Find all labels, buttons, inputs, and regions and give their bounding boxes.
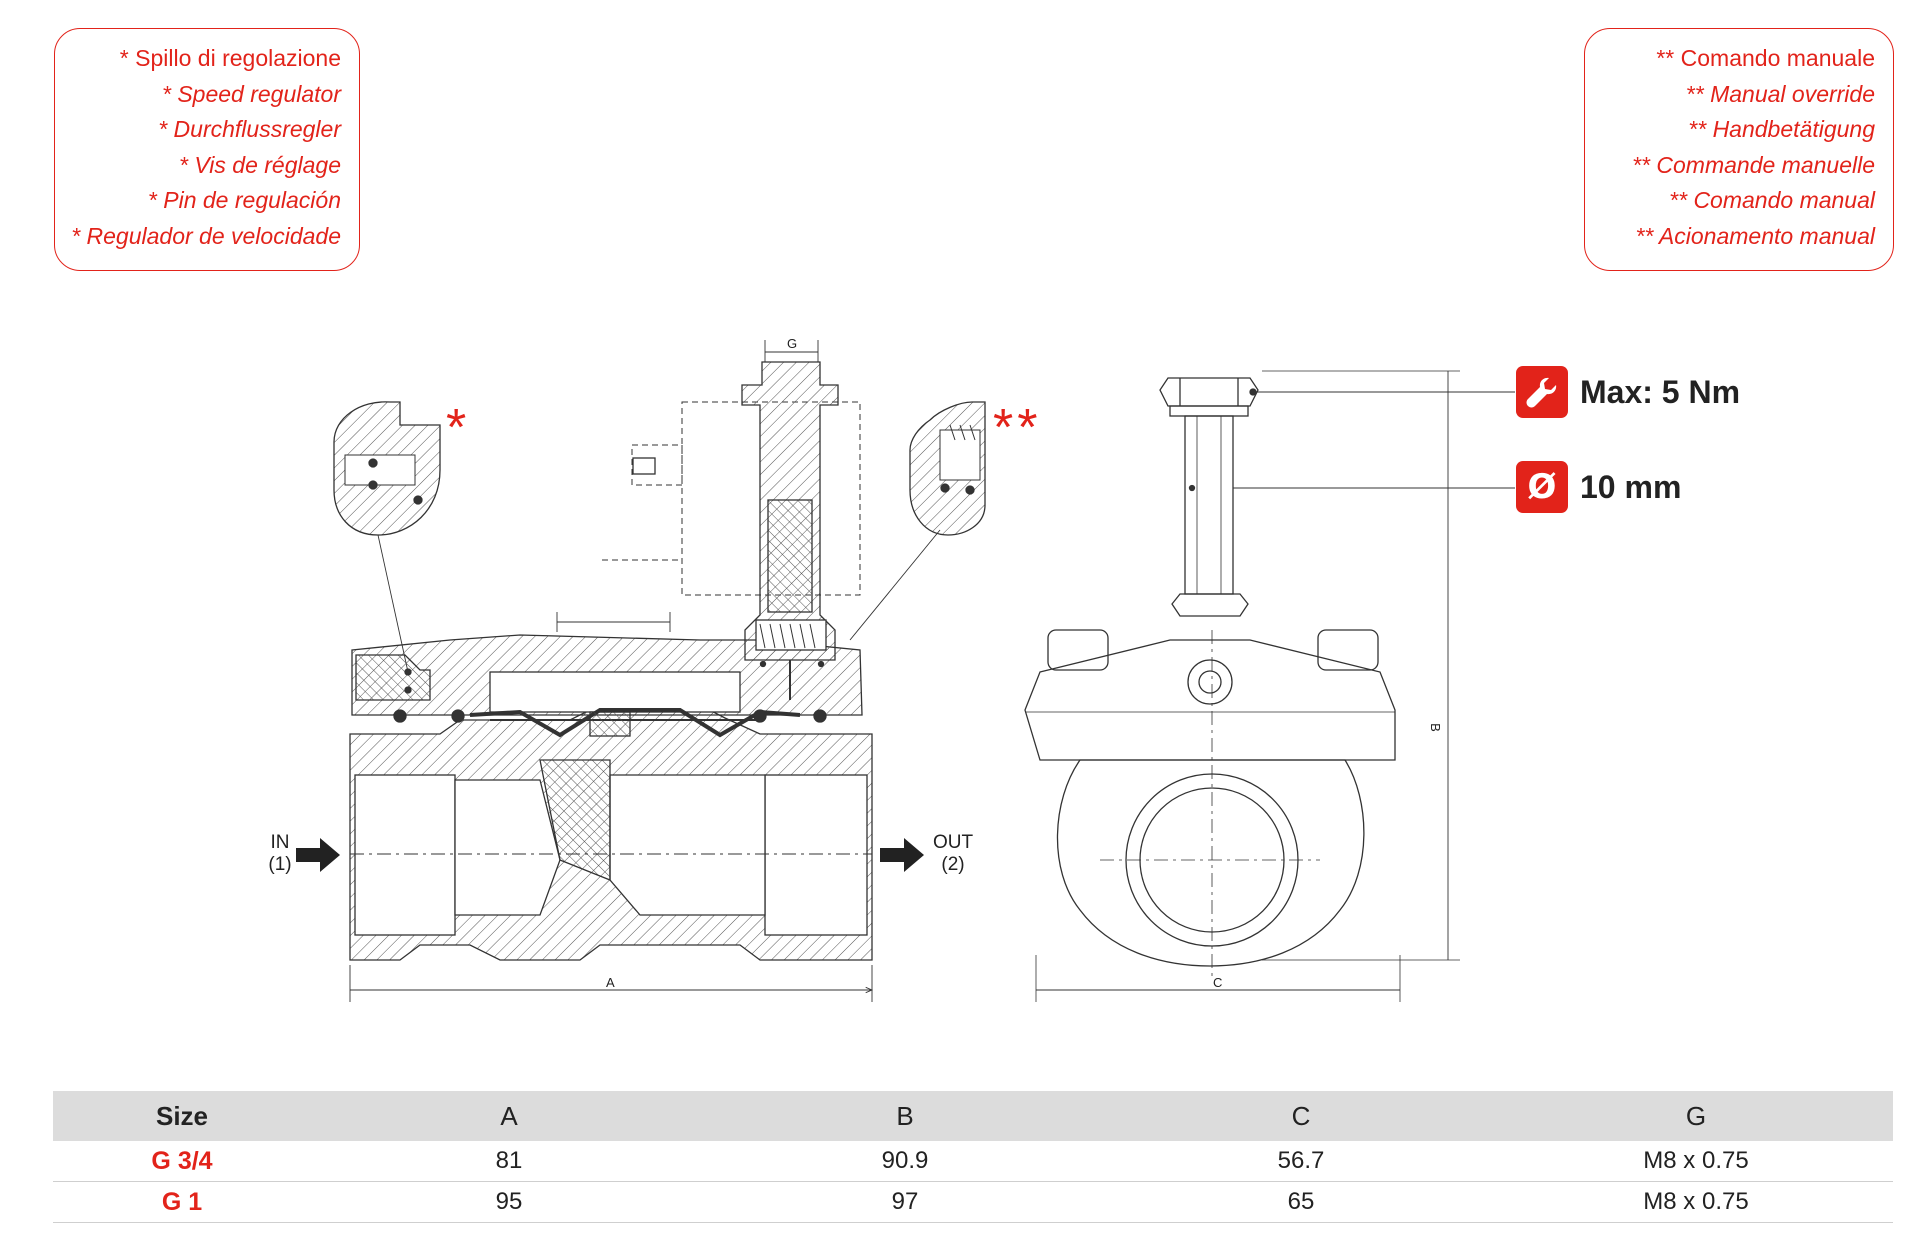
cell-a: 95 xyxy=(311,1181,707,1223)
outlet-number: (2) xyxy=(941,854,965,875)
legend-line: * Durchflussregler xyxy=(158,116,341,142)
cell-b: 90.9 xyxy=(707,1141,1103,1182)
header-a: A xyxy=(311,1091,707,1141)
side-view xyxy=(1024,370,1515,1002)
dimension-a-label: A xyxy=(606,975,615,990)
header-size: Size xyxy=(53,1091,311,1141)
fixing-nut xyxy=(1159,377,1259,407)
cell-a: 81 xyxy=(311,1141,707,1182)
table-row: G 3/4 81 90.9 56.7 M8 x 0.75 xyxy=(53,1141,1893,1182)
cell-c: 65 xyxy=(1103,1181,1499,1223)
legend-line: * Pin de regulación xyxy=(147,187,341,213)
manual-override-marker: ** xyxy=(993,399,1042,457)
wrench-icon xyxy=(1516,366,1568,418)
diaphragm xyxy=(469,708,801,738)
inlet-number: (1) xyxy=(268,854,292,875)
inlet-arrow-icon xyxy=(296,838,340,872)
header-c: C xyxy=(1103,1091,1499,1141)
section-view xyxy=(333,340,986,1002)
dimension-c-label: C xyxy=(1213,975,1223,990)
header-g: G xyxy=(1499,1091,1893,1141)
header-b: B xyxy=(707,1091,1103,1141)
outlet-name: OUT xyxy=(932,832,974,853)
inlet-name: IN xyxy=(270,832,290,853)
legend-line: ** Comando manuale xyxy=(1656,45,1875,71)
inlet-label: IN (1) xyxy=(266,832,294,876)
valve-technical-drawing xyxy=(296,340,1515,1002)
cell-c: 56.7 xyxy=(1103,1141,1499,1182)
dimension-table: Size A B C G G 3/4 81 90.9 56.7 M8 x 0.7… xyxy=(53,1091,1893,1223)
armature-stem xyxy=(1184,415,1234,595)
cell-size: G 3/4 xyxy=(53,1141,311,1182)
legend-line: * Speed regulator xyxy=(161,80,341,107)
speed-regulator-legend: * Spillo di regolazione * Speed regulato… xyxy=(54,28,360,271)
cell-g: M8 x 0.75 xyxy=(1499,1141,1893,1182)
side-body xyxy=(1056,759,1365,967)
cell-b: 97 xyxy=(707,1181,1103,1223)
torque-spec: Max: 5 Nm xyxy=(1580,374,1741,410)
legend-line: ** Handbetätigung xyxy=(1688,116,1875,142)
legend-line: * Vis de réglage xyxy=(179,151,341,178)
diameter-symbol: Ø xyxy=(1527,467,1557,507)
speed-regulator-marker: * xyxy=(446,399,471,457)
table-header-row: Size A B C G xyxy=(53,1091,1893,1141)
dimension-g-label: G xyxy=(787,336,798,351)
side-cover xyxy=(1024,639,1396,761)
legend-line: * Spillo di regolazione xyxy=(119,45,341,71)
legend-line: ** Comando manual xyxy=(1669,187,1875,213)
dimension-b-label: B xyxy=(1427,723,1443,732)
cell-size: G 1 xyxy=(53,1181,311,1223)
manual-override-legend: ** Comando manuale ** Manual override **… xyxy=(1584,28,1894,271)
diameter-spec: 10 mm xyxy=(1580,469,1682,505)
outlet-arrow-icon xyxy=(880,838,924,872)
diameter-icon: Ø xyxy=(1516,461,1568,513)
table-row: G 1 95 97 65 M8 x 0.75 xyxy=(53,1181,1893,1223)
legend-line: ** Acionamento manual xyxy=(1635,222,1875,249)
cell-g: M8 x 0.75 xyxy=(1499,1181,1893,1223)
legend-line: ** Manual override xyxy=(1685,80,1875,107)
legend-line: * Regulador de velocidade xyxy=(71,222,341,249)
outlet-label: OUT (2) xyxy=(928,832,978,876)
legend-line: ** Commande manuelle xyxy=(1632,151,1875,178)
